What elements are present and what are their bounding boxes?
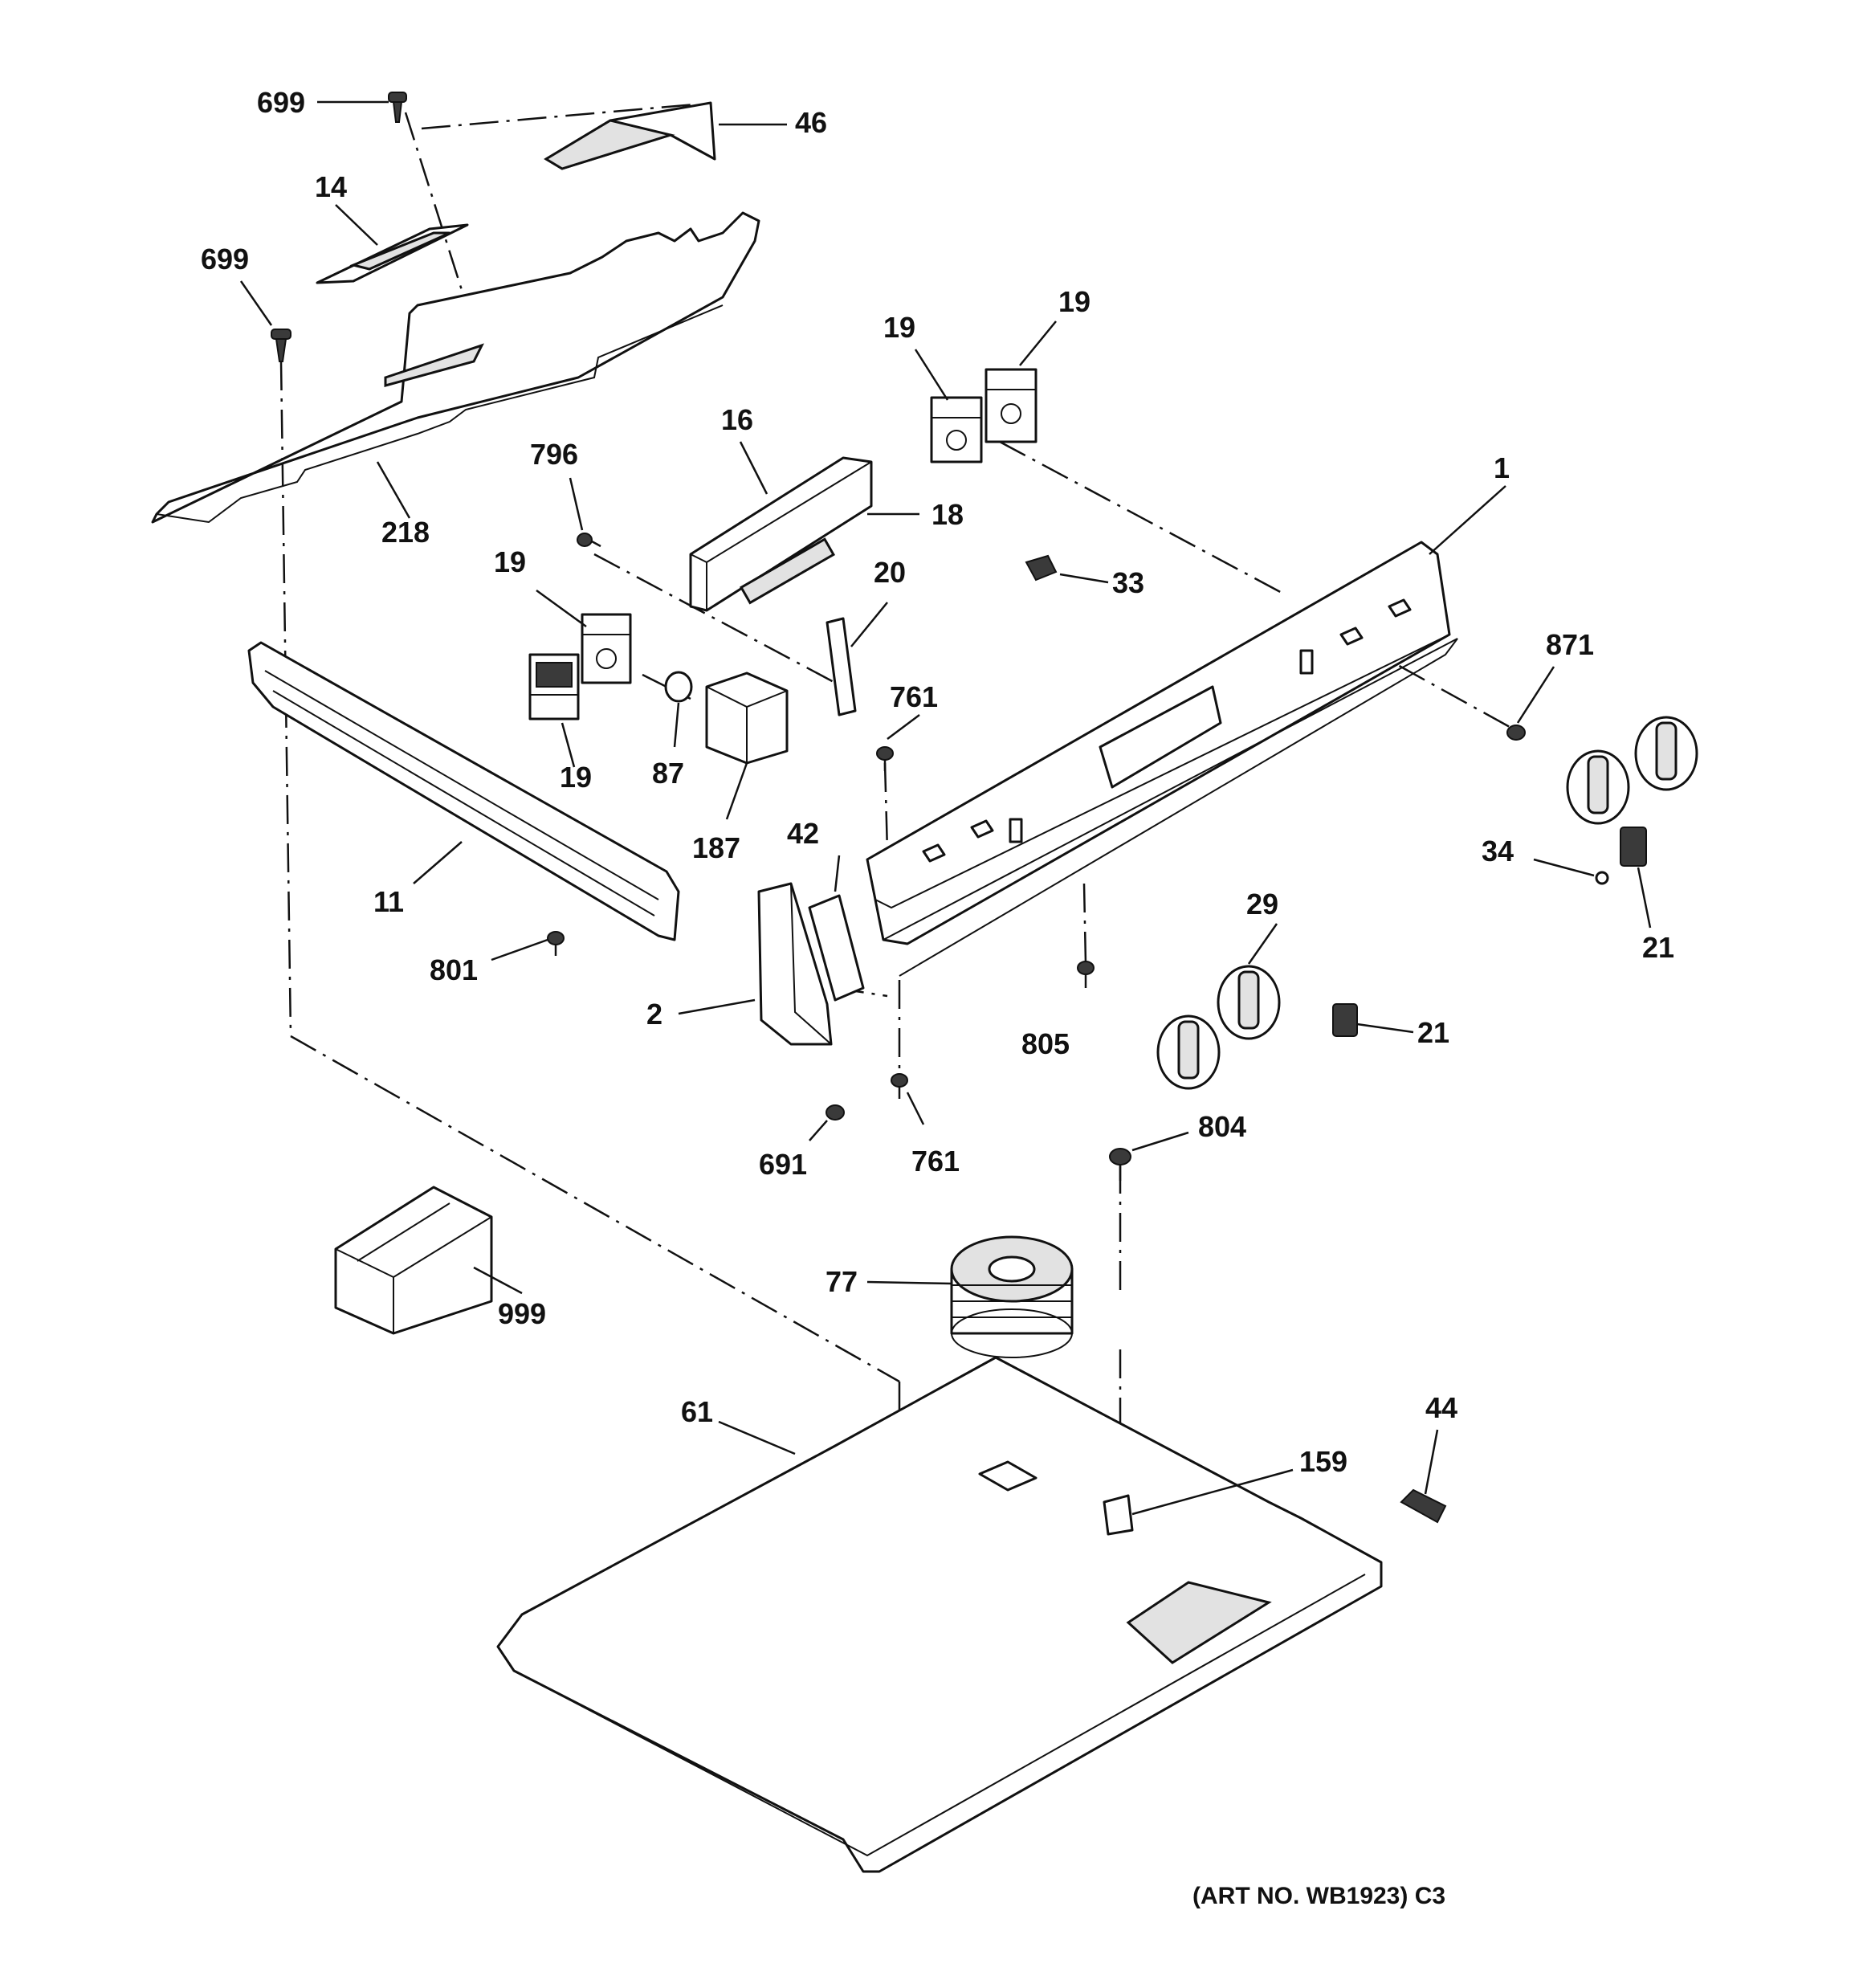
callout-187: 187: [692, 831, 740, 864]
callout-11: 11: [373, 885, 404, 918]
callout-218: 218: [381, 516, 430, 549]
callout-699-top: 699: [257, 86, 305, 119]
part-33-clip: [1025, 554, 1058, 582]
callout-34: 34: [1482, 835, 1514, 867]
callout-159: 159: [1299, 1445, 1347, 1478]
callout-21-center: 21: [1417, 1016, 1449, 1049]
part-19-switch-right-a: [930, 396, 983, 463]
part-804-screw: [1109, 1148, 1131, 1181]
part-77-cord-coil: [950, 1235, 1074, 1358]
part-46-bracket: [544, 101, 716, 170]
callout-801: 801: [430, 953, 478, 986]
callout-29: 29: [1246, 888, 1278, 921]
part-42-bracket: [808, 894, 865, 1002]
callout-19-left-b: 19: [494, 545, 526, 578]
callout-804: 804: [1198, 1110, 1246, 1143]
callout-699-left: 699: [201, 243, 249, 276]
part-999-carton: [334, 1186, 493, 1335]
callout-19-right-b: 19: [1058, 285, 1090, 318]
callout-33: 33: [1112, 566, 1144, 599]
part-805-screw: [1077, 961, 1095, 988]
part-761-screw-top: [876, 746, 894, 771]
callout-691: 691: [759, 1148, 807, 1181]
part-1-control-panel: [866, 541, 1458, 977]
part-21-rocker-center: [1332, 1003, 1358, 1037]
part-14-plate: [316, 223, 469, 284]
part-11-trim: [247, 641, 680, 941]
part-871-screw: [1506, 725, 1526, 741]
part-29-knob-c: [1566, 749, 1630, 825]
callout-761-bottom: 761: [911, 1145, 960, 1178]
part-19-switch-left-b: [581, 613, 632, 684]
callout-61: 61: [681, 1395, 713, 1428]
leader-lines: [239, 100, 1652, 1516]
callout-20: 20: [874, 556, 906, 589]
callout-805: 805: [1021, 1027, 1070, 1060]
callout-761-top: 761: [890, 680, 938, 713]
part-2-bracket: [757, 882, 833, 1046]
callout-19-left-a: 19: [560, 761, 592, 794]
part-20-bracket: [826, 617, 857, 716]
part-801-screw: [547, 931, 565, 956]
part-796-screw: [577, 533, 601, 548]
part-61-base-panel: [496, 1356, 1383, 1873]
part-87-washer: [664, 671, 693, 703]
part-218-panel: [151, 211, 760, 524]
part-699-screw-top: [388, 92, 407, 123]
callout-87: 87: [652, 757, 684, 790]
callout-labels: 699 46 14 699 218 19 19 16 796 18 1 33 1…: [201, 86, 1674, 1909]
part-19-switch-left-a: [528, 653, 580, 720]
part-16-control-board: [689, 456, 873, 612]
callout-2: 2: [646, 998, 662, 1031]
part-159-connector: [1103, 1494, 1134, 1536]
part-29-knob-a: [1156, 1014, 1221, 1090]
callout-18: 18: [932, 498, 964, 531]
callout-77: 77: [826, 1265, 858, 1298]
callout-1: 1: [1494, 451, 1510, 484]
callout-42: 42: [787, 817, 819, 850]
callout-21-right: 21: [1642, 931, 1674, 964]
callout-44: 44: [1425, 1391, 1457, 1424]
part-691-screw: [826, 1104, 845, 1121]
callout-14: 14: [315, 170, 347, 203]
part-19-switch-right-b: [984, 368, 1037, 443]
art-number: (ART NO. WB1923) C3: [1192, 1883, 1445, 1909]
callout-16: 16: [721, 403, 753, 436]
callout-19-right-a: 19: [883, 311, 915, 344]
callout-999: 999: [498, 1297, 546, 1330]
part-761-screw-bottom: [891, 1073, 908, 1099]
part-699-screw-left: [271, 329, 291, 362]
part-34-small-part: [1595, 871, 1609, 885]
part-29-knob-d: [1634, 716, 1698, 791]
callout-871: 871: [1546, 628, 1594, 661]
part-187-box: [705, 672, 789, 765]
callout-796: 796: [530, 438, 578, 471]
callout-46: 46: [795, 106, 827, 139]
part-29-knob-b: [1217, 965, 1281, 1040]
part-44-cable-clamp: [1400, 1488, 1447, 1524]
part-21-rocker-right: [1620, 827, 1647, 867]
